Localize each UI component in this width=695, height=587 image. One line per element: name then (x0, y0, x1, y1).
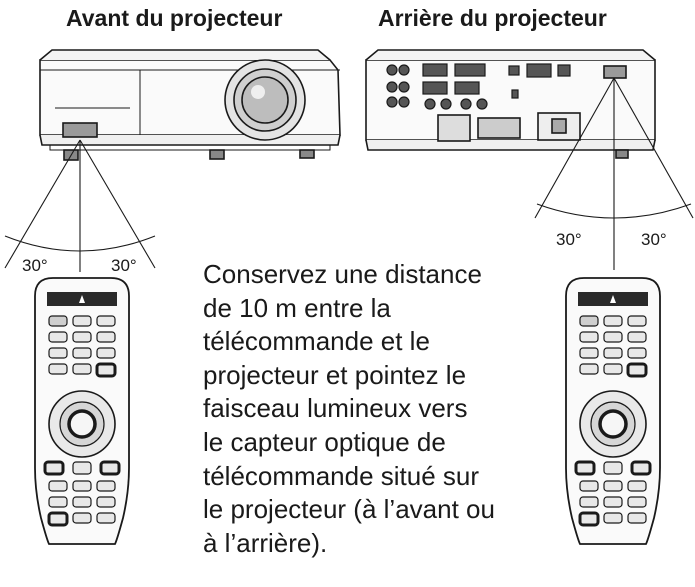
front-heading: Avant du projecteur (66, 5, 283, 31)
distance-instructions: Conservez une distance de 10 m entre la … (203, 259, 495, 558)
rear-right-angle-label: 30° (641, 230, 667, 249)
front-left-angle-label: 30° (22, 256, 48, 275)
rear-projector (365, 49, 656, 159)
left-remote-control (34, 277, 130, 545)
right-remote-control (565, 277, 661, 545)
front-right-angle-label: 30° (111, 256, 137, 275)
front-projector (39, 49, 341, 161)
rear-heading: Arrière du projecteur (378, 5, 607, 31)
rear-left-angle-label: 30° (556, 230, 582, 249)
rear-angle-lines (534, 77, 694, 270)
front-angle-lines (4, 139, 156, 272)
